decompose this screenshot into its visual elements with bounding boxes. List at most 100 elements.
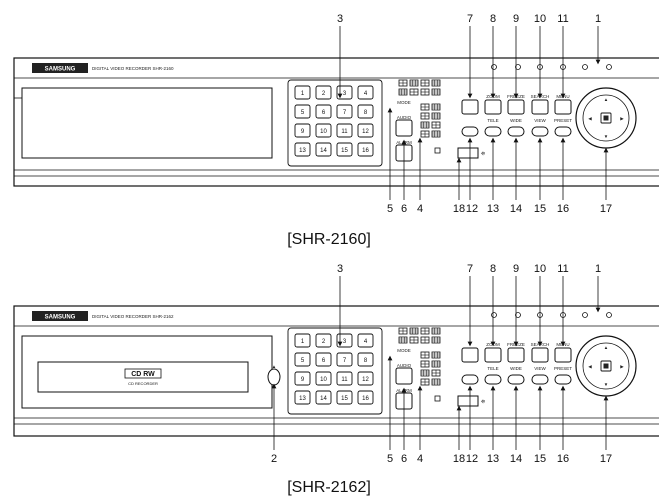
rec-lock-button[interactable] — [461, 99, 479, 115]
playback-button[interactable] — [484, 374, 502, 385]
numpad-key-4[interactable] — [357, 85, 374, 100]
callout-numbers: 3 7 8 9 10 11 1 5 6 4 18 12 13 14 15 16 … — [337, 13, 612, 215]
playback-button[interactable] — [507, 126, 525, 137]
numpad-key-7[interactable] — [336, 352, 353, 367]
numpad-key-13[interactable] — [294, 142, 311, 157]
numpad-key-14[interactable] — [315, 390, 332, 405]
numpad-key-15[interactable] — [336, 390, 353, 405]
playback-button[interactable] — [507, 374, 525, 385]
callout-numbers: 3 7 8 9 10 11 1 2 5 6 4 18 12 13 14 15 1… — [271, 263, 612, 465]
freeze-button[interactable] — [507, 99, 525, 115]
svg-text:5: 5 — [387, 453, 393, 465]
numpad-key-11[interactable] — [336, 371, 353, 386]
numpad-key-label: 12 — [362, 129, 369, 135]
svg-text:7: 7 — [467, 13, 473, 25]
svg-text:11: 11 — [557, 13, 568, 25]
numpad-key-label: 4 — [364, 339, 368, 345]
numpad-key-8[interactable] — [357, 104, 374, 119]
search-button[interactable] — [531, 347, 549, 363]
numpad-key-2[interactable] — [315, 85, 332, 100]
eject-button[interactable] — [267, 368, 281, 386]
numpad-key-label: 1 — [301, 339, 305, 345]
numpad-key-9[interactable] — [294, 371, 311, 386]
direction-pad[interactable]: ▲▼ ◀▶ — [575, 335, 637, 397]
usb-port — [457, 147, 479, 159]
numpad-key-label: 11 — [341, 377, 348, 383]
numpad-key-10[interactable] — [315, 123, 332, 138]
numpad-key-label: 2 — [322, 91, 326, 97]
playback-button[interactable] — [461, 126, 479, 137]
numpad-key-7[interactable] — [336, 104, 353, 119]
zoom-button[interactable] — [484, 347, 502, 363]
shuttle-label: VIEW — [534, 366, 546, 371]
callout-lines — [271, 276, 609, 450]
playback-button[interactable] — [554, 126, 572, 137]
numpad-key-label: 15 — [341, 396, 348, 402]
numpad-key-2[interactable] — [315, 333, 332, 348]
svg-text:16: 16 — [557, 203, 569, 215]
svg-text:16: 16 — [557, 453, 569, 465]
numpad-key-12[interactable] — [357, 123, 374, 138]
direction-pad[interactable]: ▲▼ ◀▶ — [575, 87, 637, 149]
svg-text:3: 3 — [337, 13, 343, 25]
shuttle-label: TELE — [487, 118, 498, 123]
playback-button[interactable] — [554, 374, 572, 385]
freeze-button[interactable] — [507, 347, 525, 363]
numpad-key-5[interactable] — [294, 352, 311, 367]
svg-text:18: 18 — [453, 453, 465, 465]
playback-button[interactable] — [531, 126, 549, 137]
numpad-key-8[interactable] — [357, 352, 374, 367]
menu-button[interactable] — [554, 99, 572, 115]
mode-label: MODE — [397, 348, 411, 353]
numpad-key-6[interactable] — [315, 104, 332, 119]
numpad-key-1[interactable] — [294, 85, 311, 100]
numpad-key-label: 5 — [301, 358, 305, 364]
numpad-key-label: 12 — [362, 377, 369, 383]
audio-label: AUDIO — [397, 363, 412, 368]
shuttle-label: TELE — [487, 366, 498, 371]
playback-button[interactable] — [484, 126, 502, 137]
numpad-key-6[interactable] — [315, 352, 332, 367]
eject-icon: ▲ — [272, 364, 276, 369]
numpad-key-label: 9 — [301, 377, 305, 383]
svg-text:8: 8 — [490, 13, 496, 25]
numpad-key-label: 6 — [322, 110, 326, 116]
rec-lock-button[interactable] — [461, 347, 479, 363]
svg-text:12: 12 — [466, 203, 478, 215]
zoom-button[interactable] — [484, 99, 502, 115]
numpad-key-10[interactable] — [315, 371, 332, 386]
cd-sub-label: CD RECORDER — [128, 381, 158, 386]
numpad-key-9[interactable] — [294, 123, 311, 138]
numpad-key-label: 1 — [301, 91, 305, 97]
ir-receiver — [434, 395, 441, 402]
numpad-key-label: 9 — [301, 129, 305, 135]
svg-text:12: 12 — [466, 453, 478, 465]
playback-button[interactable] — [461, 374, 479, 385]
numpad-key-13[interactable] — [294, 390, 311, 405]
numpad-key-1[interactable] — [294, 333, 311, 348]
playback-button[interactable] — [531, 374, 549, 385]
svg-text:17: 17 — [600, 203, 612, 215]
numpad-key-16[interactable] — [357, 390, 374, 405]
audio-button[interactable] — [395, 367, 413, 385]
samsung-logo — [32, 311, 88, 321]
svg-text:10: 10 — [534, 263, 546, 275]
numpad-key-5[interactable] — [294, 104, 311, 119]
numpad-key-label: 8 — [364, 358, 368, 364]
numpad-key-4[interactable] — [357, 333, 374, 348]
menu-button[interactable] — [554, 347, 572, 363]
mode-label: MODE — [397, 100, 411, 105]
numpad-key-12[interactable] — [357, 371, 374, 386]
audio-button[interactable] — [395, 119, 413, 137]
svg-text:2: 2 — [271, 453, 277, 465]
callout-lines — [337, 26, 609, 200]
numpad-key-label: 16 — [362, 396, 369, 402]
search-button[interactable] — [531, 99, 549, 115]
numpad-key-15[interactable] — [336, 142, 353, 157]
numpad-key-11[interactable] — [336, 123, 353, 138]
numpad-key-label: 3 — [343, 91, 347, 97]
svg-text:6: 6 — [401, 453, 407, 465]
numpad-key-14[interactable] — [315, 142, 332, 157]
numpad-key-16[interactable] — [357, 142, 374, 157]
svg-text:11: 11 — [557, 263, 568, 275]
